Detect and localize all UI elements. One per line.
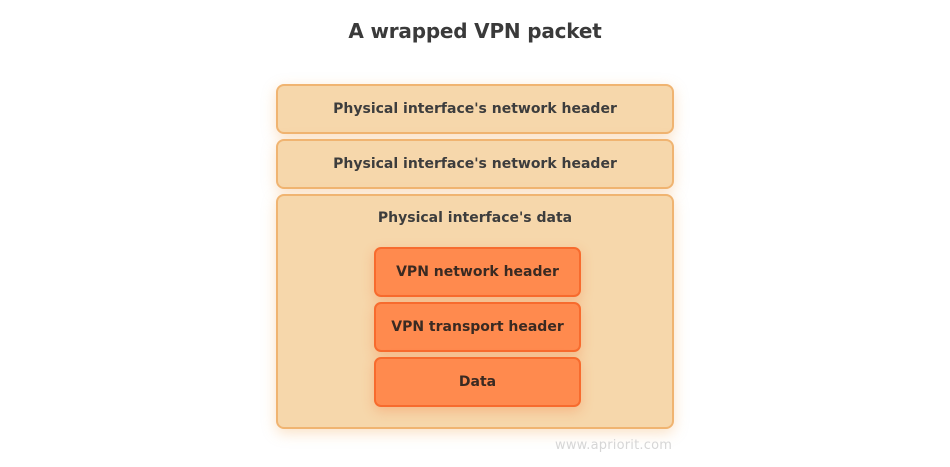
physical-data-label: Physical interface's data — [377, 210, 573, 226]
vpn-transport-header-label: VPN transport header — [391, 319, 564, 335]
physical-network-header-label-1: Physical interface's network header — [333, 101, 617, 117]
physical-data-box: Physical interface's data VPN network he… — [276, 194, 674, 429]
watermark: www.apriorit.com — [555, 438, 673, 453]
vpn-data-box: Data — [374, 357, 581, 407]
vpn-data-label: Data — [458, 374, 497, 390]
vpn-network-header-label: VPN network header — [396, 264, 559, 280]
diagram-title: A wrapped VPN packet — [348, 19, 602, 43]
physical-network-header-box-1: Physical interface's network header — [276, 84, 674, 134]
vpn-transport-header-box: VPN transport header — [374, 302, 581, 352]
vpn-network-header-box: VPN network header — [374, 247, 581, 297]
physical-network-header-label-2: Physical interface's network header — [333, 156, 617, 172]
physical-network-header-box-2: Physical interface's network header — [276, 139, 674, 189]
